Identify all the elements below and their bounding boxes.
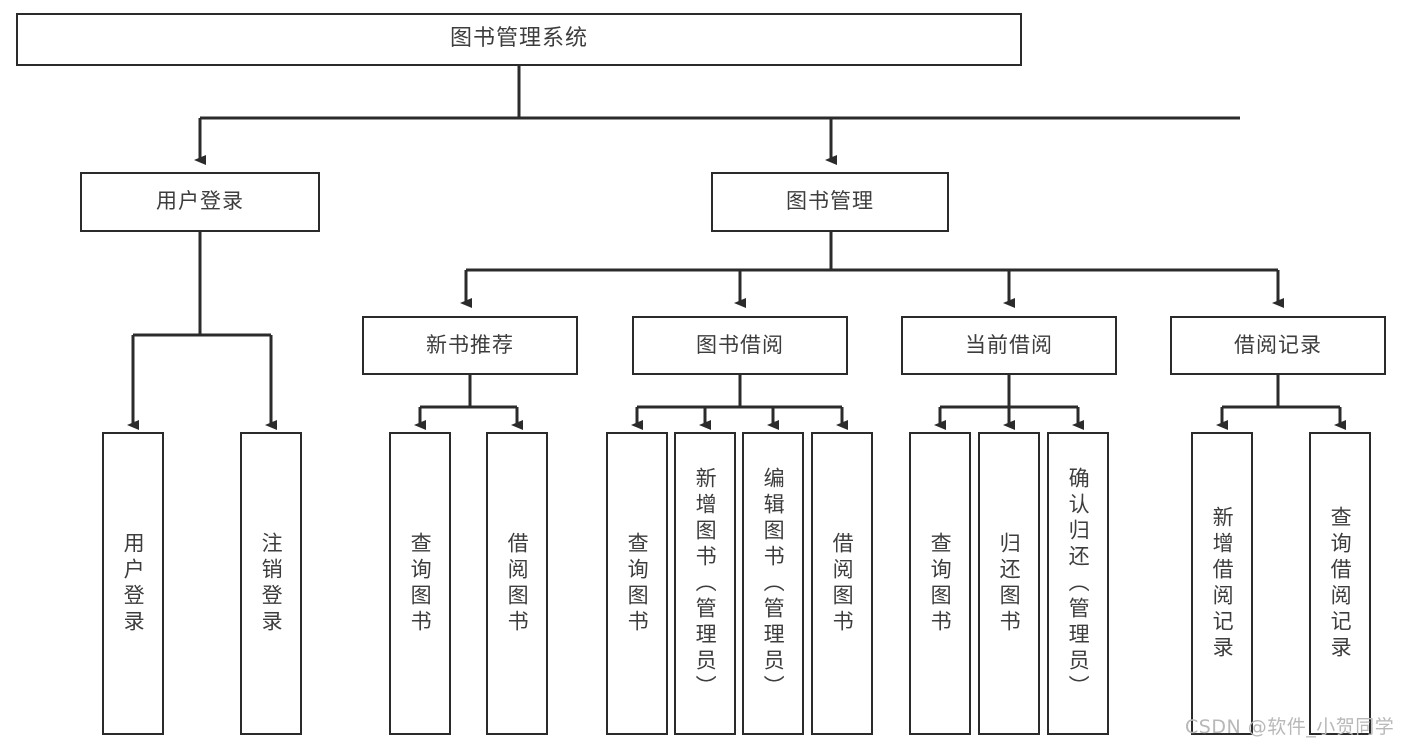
csdn-watermark: CSDN @软件_小贺同学 [1185,716,1395,738]
leaf-current-query-book[interactable]: 查询图书 [909,432,971,735]
node-label: 编辑图书（管理员） [761,466,786,701]
leaf-borrow-edit-book-admin[interactable]: 编辑图书（管理员） [742,432,804,735]
node-label: 查询借阅记录 [1328,505,1353,662]
node-label: 归还图书 [997,531,1022,636]
leaf-borrow-borrow-book[interactable]: 借阅图书 [811,432,873,735]
node-label: 注销登录 [259,531,284,636]
node-label: 查询图书 [408,531,433,636]
node-label: 新书推荐 [426,332,514,357]
leaf-user-login-logout[interactable]: 注销登录 [240,432,302,735]
node-book-borrow[interactable]: 图书借阅 [632,316,848,375]
node-label: 查询图书 [625,531,650,636]
node-label: 图书管理 [786,189,874,214]
leaf-user-login-login[interactable]: 用户登录 [102,432,164,735]
node-label: 查询图书 [928,531,953,636]
node-label: 借阅图书 [830,531,855,636]
leaf-record-add-record[interactable]: 新增借阅记录 [1191,432,1253,735]
node-user-login[interactable]: 用户登录 [80,172,320,232]
node-label: 新增借阅记录 [1210,505,1235,662]
leaf-recommend-query-book[interactable]: 查询图书 [389,432,451,735]
node-current-borrow[interactable]: 当前借阅 [901,316,1117,375]
node-label: 用户登录 [156,189,244,214]
leaf-borrow-query-book[interactable]: 查询图书 [606,432,668,735]
node-label: 图书管理系统 [449,26,588,52]
node-label: 借阅记录 [1234,332,1322,357]
node-label: 新增图书（管理员） [693,466,718,701]
leaf-current-return-book[interactable]: 归还图书 [978,432,1040,735]
node-borrow-record[interactable]: 借阅记录 [1170,316,1386,375]
leaf-current-confirm-return-admin[interactable]: 确认归还（管理员） [1047,432,1109,735]
node-label: 当前借阅 [965,332,1053,357]
leaf-recommend-borrow-book[interactable]: 借阅图书 [486,432,548,735]
node-label: 借阅图书 [505,531,530,636]
node-label: 用户登录 [121,531,146,636]
node-root-system[interactable]: 图书管理系统 [16,13,1022,66]
leaf-borrow-add-book-admin[interactable]: 新增图书（管理员） [674,432,736,735]
node-label: 图书借阅 [696,332,784,357]
node-label: 确认归还（管理员） [1066,466,1091,701]
leaf-record-query-record[interactable]: 查询借阅记录 [1309,432,1371,735]
node-new-book-recommend[interactable]: 新书推荐 [362,316,578,375]
node-book-management[interactable]: 图书管理 [711,172,949,232]
